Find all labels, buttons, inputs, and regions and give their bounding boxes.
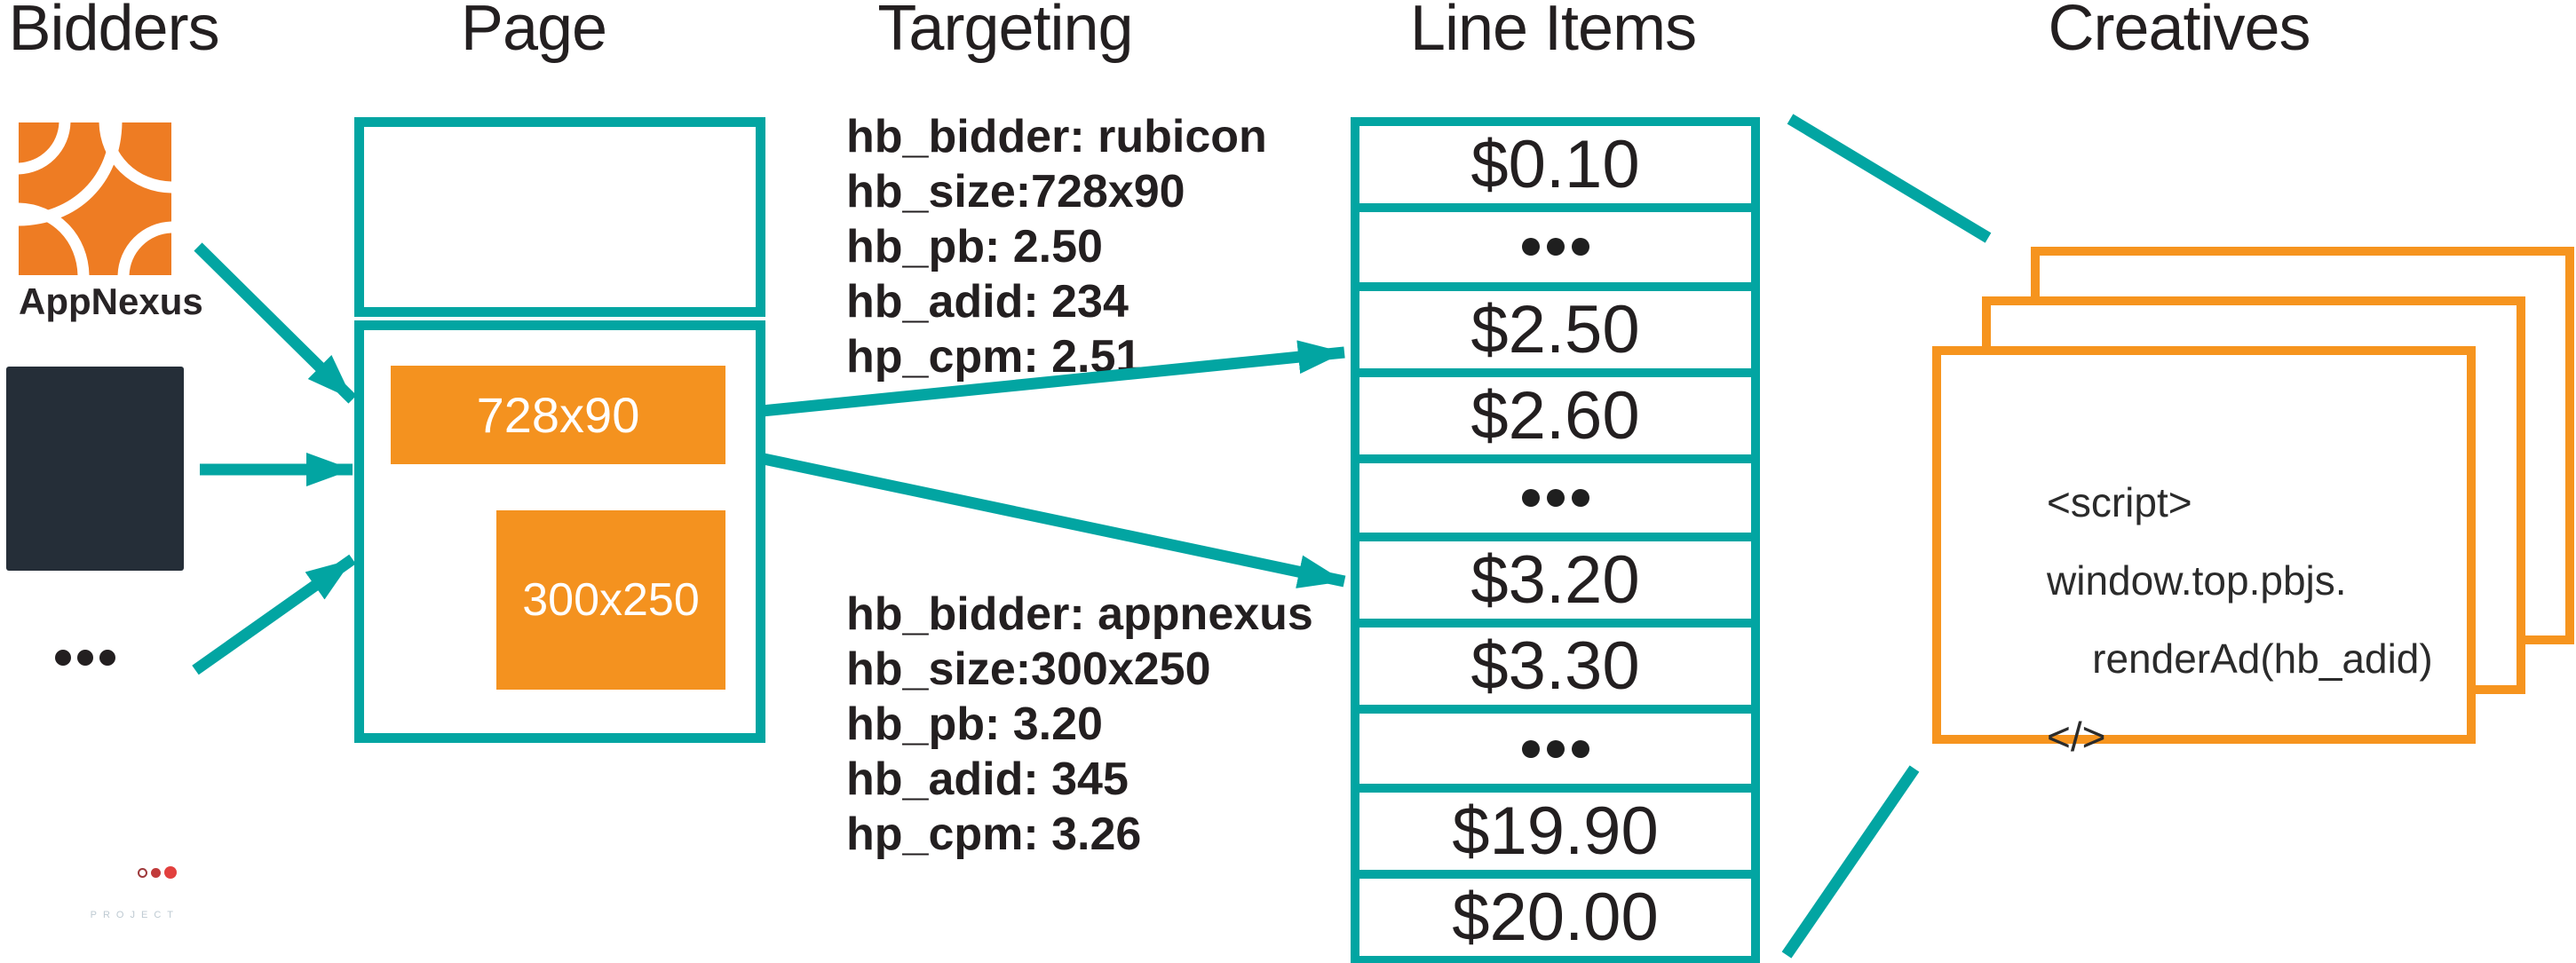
text-line: hp_cpm: 2.51 xyxy=(846,331,1142,383)
creative-card-front: <script> window.top.pbjs. renderAd(hb_adi… xyxy=(1932,346,2476,760)
line-item-row: $2.50 xyxy=(1470,291,1640,367)
text-line: hb_bidder: rubicon xyxy=(846,111,1267,162)
text-line: hb_adid: 234 xyxy=(846,276,1129,328)
line-item-row: $20.00 xyxy=(1452,880,1659,956)
targeting-title: Targeting xyxy=(877,0,1133,64)
text-line: hb_bidder: appnexus xyxy=(846,588,1313,640)
connector-lineitems-to-creatives-top xyxy=(1787,114,1992,243)
line-item-row: $3.20 xyxy=(1470,542,1640,619)
row-separator xyxy=(1359,533,1751,542)
appnexus-logo-icon xyxy=(19,122,171,275)
appnexus-label: AppNexus xyxy=(19,280,203,322)
row-separator xyxy=(1359,454,1751,463)
row-separator xyxy=(1359,367,1751,377)
more-bidders-ellipsis-icon xyxy=(55,650,115,666)
arrow-more-to-page xyxy=(192,554,356,675)
ellipsis-dots-icon xyxy=(1521,238,1589,257)
text-line: </> xyxy=(2047,714,2106,760)
line-item-ellipsis-row xyxy=(1359,714,1751,784)
text-line: hb_size:728x90 xyxy=(846,166,1185,217)
text-line: hb_size:300x250 xyxy=(846,643,1211,695)
text-line: <script> xyxy=(2047,479,2192,525)
line-item-row: $3.30 xyxy=(1470,628,1640,705)
line-items-table: $0.10 $2.50 $2.60 $3.20 $3.30 $19.90 $20.00 xyxy=(1351,117,1760,963)
row-separator xyxy=(1359,705,1751,714)
text-line: hp_cpm: 3.26 xyxy=(846,809,1142,860)
row-separator xyxy=(1359,784,1751,793)
page-header-region xyxy=(354,117,765,317)
line-item-ellipsis-row xyxy=(1359,463,1751,533)
row-separator xyxy=(1359,870,1751,880)
ad-slot-728x90: 728x90 xyxy=(391,366,725,464)
ad-slot-300x250: 300x250 xyxy=(496,510,725,690)
text-line: hb_adid: 345 xyxy=(846,754,1129,805)
line-item-row: $2.60 xyxy=(1470,377,1640,454)
line-item-ellipsis-row xyxy=(1359,212,1751,282)
row-separator xyxy=(1359,281,1751,291)
row-separator xyxy=(1359,619,1751,628)
connector-lineitems-to-creatives-bottom xyxy=(1781,765,1920,959)
rubicon-dots-icon xyxy=(138,866,177,879)
line-item-row: $19.90 xyxy=(1452,793,1659,870)
row-separator xyxy=(1359,203,1751,212)
ad-slot-728x90-label: 728x90 xyxy=(476,387,640,443)
text-line: hb_pb: 3.20 xyxy=(846,699,1103,750)
ellipsis-dots-icon xyxy=(1521,739,1589,758)
arrow-page-to-lineitem-320 xyxy=(762,453,1346,588)
rubicon-subtitle: PROJECT xyxy=(90,910,179,920)
line-item-row: $0.10 xyxy=(1470,127,1640,202)
creatives-title: Creatives xyxy=(2048,0,2310,64)
line-items-title: Line Items xyxy=(1409,0,1697,64)
text-line: hb_pb: 2.50 xyxy=(846,221,1103,272)
ad-slot-300x250-label: 300x250 xyxy=(522,574,700,626)
rubicon-logo: rubicon PROJECT xyxy=(6,367,184,920)
creative-script-code: <script> window.top.pbjs. renderAd(hb_adi… xyxy=(2047,463,2433,776)
bidders-title: Bidders xyxy=(8,0,219,64)
rubicon-wordmark: rubicon xyxy=(16,869,174,919)
ellipsis-dots-icon xyxy=(1521,489,1589,507)
arrow-appnexus-to-page xyxy=(194,242,357,404)
page-title: Page xyxy=(460,0,607,64)
text-line: renderAd(hb_adid) xyxy=(2047,635,2433,682)
text-line: window.top.pbjs. xyxy=(2047,557,2347,604)
